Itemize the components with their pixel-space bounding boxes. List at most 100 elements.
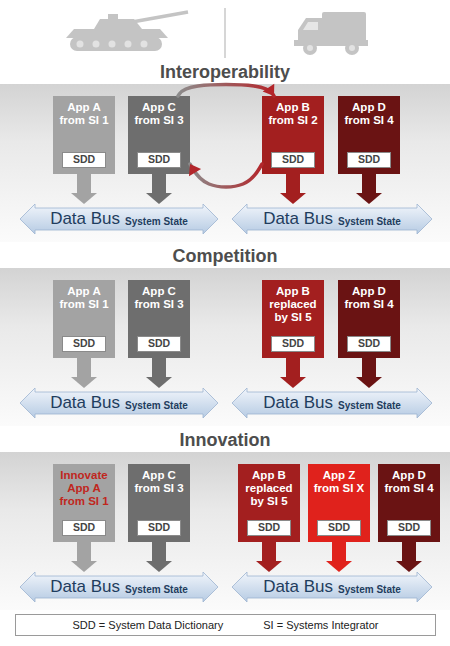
data-bus-arrow: Data Bus System State [232,388,432,418]
sdd-box: SDD [137,520,181,536]
flow-arrow-shaft [152,358,166,378]
app-label: App D from SI 4 [341,285,397,311]
flow-arrow-shaft [77,358,91,378]
flow-arrow [326,542,352,572]
application-box: App B replaced by SI 5 SDD [262,280,324,358]
sdd-box: SDD [137,336,181,352]
application-box: App B replaced by SI 5SDD [238,464,300,542]
arrowhead [396,561,422,572]
exchange-arrow [189,164,262,187]
data-bus-arrow: Data Bus System State [232,572,432,602]
app-label: App A from SI 1 [56,285,112,311]
bus-state: System State [338,212,401,227]
legend-entry: SI = Systems Integrator [263,619,378,631]
sdd-box: SDD [271,152,315,168]
flow-arrow-shaft [152,174,166,194]
flow-arrow [280,358,306,388]
application-box: App D from SI 4 SDD [378,464,440,542]
arrowhead [356,193,382,204]
bus-arrow-outline [232,572,432,602]
arrowhead [146,193,172,204]
app-label: App B replaced by SI 5 [265,285,321,325]
bus-name: Data Bus [263,393,333,413]
flow-arrow [280,174,306,204]
flow-arrow [71,174,97,204]
exchange-arrow [178,84,274,96]
section-heading: Innovation [0,428,450,452]
arrowhead [71,377,97,388]
flow-arrow-shaft [362,358,376,378]
arrowhead [71,193,97,204]
app-label: App B from SI 2 [265,101,321,127]
sdd-label: SDD [73,338,95,350]
sdd-label: SDD [73,522,95,534]
arrowhead [146,561,172,572]
section-panel: InteroperabilityApp A from SI 1SDDApp C … [0,60,450,242]
application-box: App D from SI 4 SDD [338,96,400,174]
exchange-arc [178,85,274,97]
sdd-box: SDD [347,336,391,352]
flow-arrow-shaft [286,358,300,378]
bus-name: Data Bus [263,209,333,229]
flow-arrow [71,542,97,572]
legend-entry: SDD = System Data Dictionary [73,619,224,631]
app-label: App C from SI 3 [131,285,187,311]
sdd-label: SDD [328,522,350,534]
application-box: App D from SI 4 SDD [338,280,400,358]
tank-icon [66,12,188,51]
arrowhead [256,561,282,572]
arrowhead [71,561,97,572]
sdd-label: SDD [148,338,170,350]
bus-arrow-outline [20,204,218,234]
application-box: App C from SI 3 SDD [128,96,190,174]
sdd-label: SDD [282,154,304,166]
sdd-box: SDD [317,520,361,536]
flow-arrow-shaft [77,542,91,562]
app-label: Innovate App A from SI 1 [56,469,112,509]
app-label: App C from SI 3 [131,101,187,127]
flow-arrow-shaft [402,542,416,562]
sdd-label: SDD [73,154,95,166]
data-bus-arrow: Data BusSystem State [20,572,218,602]
flow-arrow [146,358,172,388]
bus-state: System State [338,580,401,595]
sdd-label: SDD [398,522,420,534]
app-label: App D from SI 4 [381,469,437,495]
legend-box: SDD = System Data Dictionary SI = Systems… [15,614,436,636]
app-label: App D from SI 4 [341,101,397,127]
arrowhead [280,193,306,204]
bus-state: System State [125,396,188,411]
arrowhead [280,377,306,388]
vehicle-divider [224,8,226,58]
arrowhead [146,377,172,388]
sdd-box: SDD [137,152,181,168]
bus-name: Data Bus [50,577,120,597]
flow-arrow [71,358,97,388]
exchange-arc [190,164,262,187]
flow-arrow-shaft [286,174,300,194]
flow-arrow [146,174,172,204]
data-bus-arrow: Data Bus System State [232,204,432,234]
section-panel: InnovationInnovate App A from SI 1SDDApp… [0,428,450,610]
flow-arrow-shaft [262,542,276,562]
app-label: App Z from SI X [311,469,367,495]
flow-arrow-shaft [77,174,91,194]
flow-arrow [356,174,382,204]
sdd-box: SDD [271,336,315,352]
data-bus-arrow: Data BusSystem State [20,388,218,418]
bus-name: Data Bus [263,577,333,597]
app-label: App A from SI 1 [56,101,112,127]
flow-arrow-shaft [332,542,346,562]
bus-state: System State [338,396,401,411]
bus-arrow-outline [20,388,218,418]
application-box: App A from SI 1 SDD [53,280,115,358]
app-label: App B replaced by SI 5 [241,469,297,509]
flow-arrow-shaft [362,174,376,194]
flow-arrow [356,358,382,388]
sdd-label: SDD [358,154,380,166]
section-heading: Competition [0,244,450,268]
flow-arrow-shaft [152,542,166,562]
sdd-box: SDD [62,152,106,168]
